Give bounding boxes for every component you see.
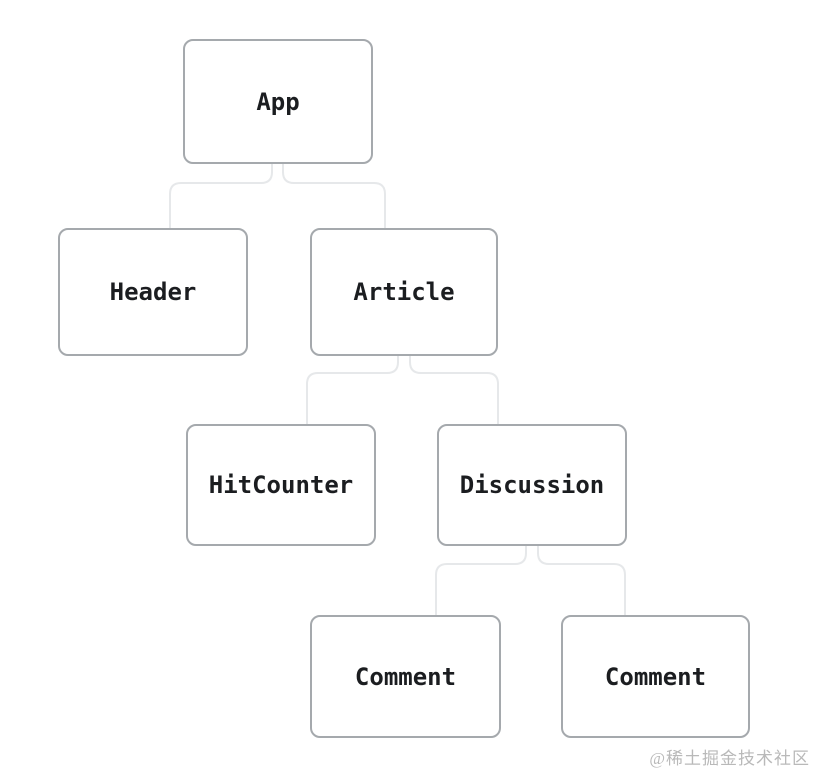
node-comment-2: Comment xyxy=(561,615,750,738)
node-header: Header xyxy=(58,228,248,356)
edge-article-hitcounter xyxy=(306,356,399,424)
watermark: @稀土掘金技术社区 xyxy=(649,749,810,768)
node-label: HitCounter xyxy=(208,471,354,499)
edge-article-discussion xyxy=(409,356,499,424)
node-app: App xyxy=(183,39,373,164)
node-article: Article xyxy=(310,228,498,356)
edge-discussion-comment-2 xyxy=(537,546,626,615)
node-label: Discussion xyxy=(459,471,605,499)
edge-discussion-comment-1 xyxy=(435,546,527,615)
node-label: Comment xyxy=(604,662,707,691)
node-comment-1: Comment xyxy=(310,615,501,738)
edge-app-article xyxy=(282,164,386,228)
node-hitcounter: HitCounter xyxy=(186,424,376,546)
edge-app-header xyxy=(169,164,273,228)
node-discussion: Discussion xyxy=(437,424,627,546)
node-label: Header xyxy=(109,278,197,306)
node-label: Comment xyxy=(354,662,457,691)
node-label: Article xyxy=(353,278,455,306)
node-label: App xyxy=(256,87,300,116)
